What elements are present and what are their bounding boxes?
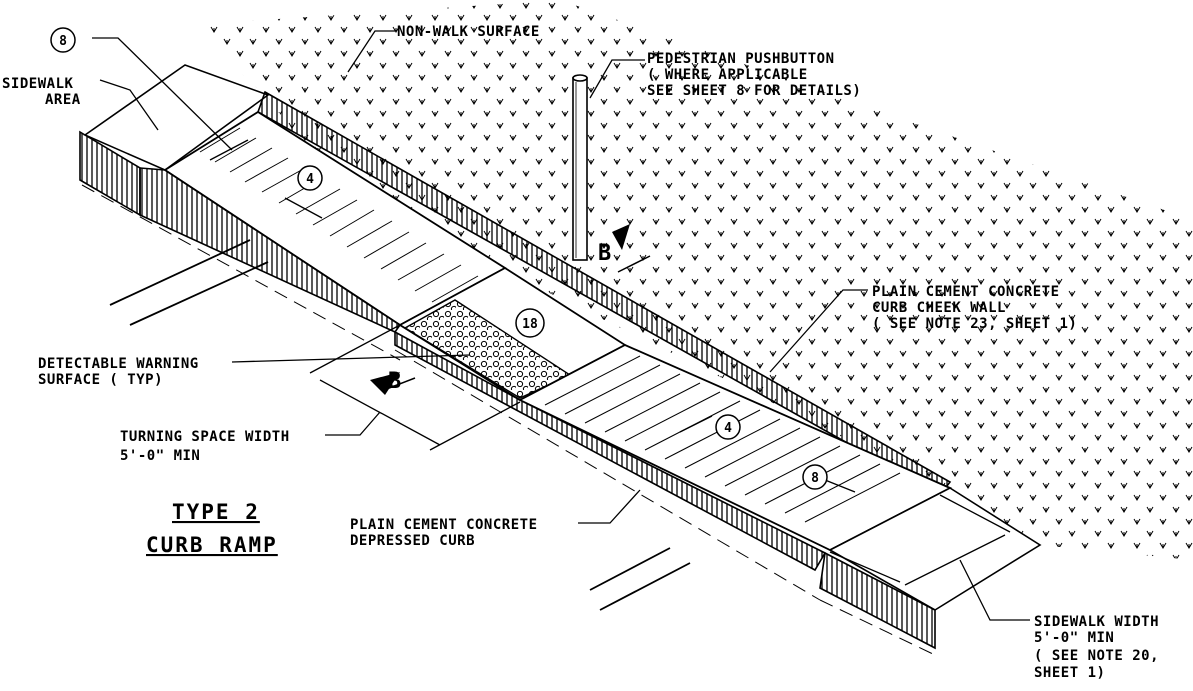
section-marker-label-1: B — [598, 241, 611, 266]
label-sidewalk-width-3: ( SEE NOTE 20, — [1034, 648, 1159, 664]
label-sidewalk-width-1: SIDEWALK WIDTH — [1034, 614, 1159, 630]
label-pushbutton-3: SEE SHEET 8 FOR DETAILS) — [647, 83, 861, 99]
label-depressed-2: DEPRESSED CURB — [350, 533, 475, 549]
leader-lines — [92, 30, 1030, 621]
label-pushbutton-2: ( WHERE APPLICABLE — [647, 67, 808, 83]
label-pushbutton-1: PEDESTRIAN PUSHBUTTON — [647, 51, 835, 67]
callout-4-upper-label: 4 — [306, 172, 314, 187]
title-line-1: TYPE 2 — [172, 500, 260, 524]
pedestrian-pushbutton-pole — [572, 74, 588, 261]
label-warning-1: DETECTABLE WARNING — [38, 356, 199, 372]
label-depressed-1: PLAIN CEMENT CONCRETE — [350, 517, 538, 533]
section-marker-b-lower: B — [370, 369, 416, 395]
label-sidewalk-area-1: SIDEWALK — [2, 76, 74, 92]
callout-18-label: 18 — [522, 317, 538, 332]
dimension-lines — [309, 324, 1011, 586]
label-warning-2: SURFACE ( TYP) — [38, 372, 163, 388]
gutter-lines — [109, 239, 691, 611]
lower-sidewalk-surface — [828, 487, 1042, 611]
callout-4-lower: 4 — [715, 414, 741, 440]
section-marker-label-2: B — [388, 369, 401, 394]
slope-arrows — [209, 139, 856, 493]
lower-curb-face — [819, 551, 936, 650]
callout-8-lower: 8 — [802, 464, 828, 490]
upper-ramp-grooves — [199, 127, 479, 303]
label-non-walk-surface: NON-WALK SURFACE — [397, 24, 540, 40]
label-sidewalk-width-2: 5'-0" MIN — [1034, 630, 1114, 646]
section-marker-b-upper: B — [598, 224, 651, 273]
label-sidewalk-width-4: SHEET 1) — [1034, 665, 1105, 681]
callout-8-top-label: 8 — [59, 34, 67, 49]
depressed-curb-face — [394, 330, 827, 572]
label-sidewalk-area-2: AREA — [45, 92, 81, 108]
label-cheek-wall-3: ( SEE NOTE 23, SHEET 1) — [872, 316, 1077, 332]
upper-ramp-flare — [139, 167, 402, 334]
title-line-2: CURB RAMP — [146, 533, 278, 557]
callout-4-upper: 4 — [297, 165, 323, 191]
callout-8-top: 8 — [50, 27, 76, 53]
callout-18: 18 — [515, 308, 545, 338]
label-cheek-wall-1: PLAIN CEMENT CONCRETE — [872, 284, 1060, 300]
label-turning-1: TURNING SPACE WIDTH — [120, 429, 290, 445]
label-turning-2: 5'-0" MIN — [120, 448, 200, 464]
label-cheek-wall-2: CURB CHEEK WALL — [872, 300, 1006, 316]
callout-8-lower-label: 8 — [811, 471, 819, 486]
hidden-lines — [81, 184, 936, 656]
non-walk-grass-area — [190, 0, 1193, 560]
callout-4-lower-label: 4 — [724, 421, 732, 436]
